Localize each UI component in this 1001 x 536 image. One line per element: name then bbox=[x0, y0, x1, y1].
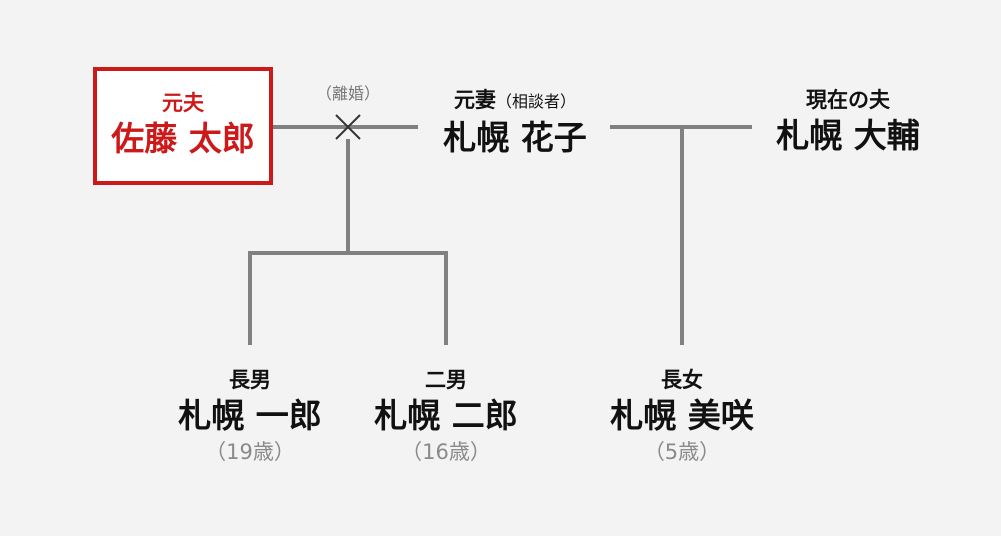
eldest-daughter-role: 長女 bbox=[661, 368, 703, 392]
eldest-son-role: 長男 bbox=[229, 368, 271, 392]
ex-wife-role-line: 元妻（相談者） bbox=[415, 86, 615, 116]
current-husband-role: 現在の夫 bbox=[806, 88, 890, 112]
eldest-son-age: （19歳） bbox=[205, 440, 295, 464]
ex-husband-role: 元夫 bbox=[162, 91, 204, 115]
second-son-node: 二男 札幌 二郎 （16歳） bbox=[346, 366, 546, 466]
current-husband-node: 現在の夫 札幌 大輔 bbox=[748, 86, 948, 158]
ex-husband-node: 元夫 佐藤 太郎 bbox=[93, 67, 273, 185]
ex-husband-name: 佐藤 太郎 bbox=[111, 119, 255, 158]
ex-wife-node: 元妻（相談者） 札幌 花子 bbox=[415, 86, 615, 160]
second-son-age: （16歳） bbox=[401, 440, 491, 464]
current-husband-name: 札幌 大輔 bbox=[776, 116, 920, 155]
second-son-role: 二男 bbox=[425, 368, 467, 392]
eldest-daughter-node: 長女 札幌 美咲 （5歳） bbox=[582, 366, 782, 466]
divorce-label: （離婚） bbox=[315, 84, 380, 103]
eldest-daughter-name: 札幌 美咲 bbox=[610, 396, 754, 435]
divorce-x-mark bbox=[335, 114, 361, 140]
second-son-name: 札幌 二郎 bbox=[374, 396, 518, 435]
ex-wife-role: 元妻 bbox=[453, 88, 496, 112]
eldest-daughter-age: （5歳） bbox=[643, 440, 721, 464]
eldest-son-node: 長男 札幌 一郎 （19歳） bbox=[150, 366, 350, 466]
ex-wife-name: 札幌 花子 bbox=[443, 118, 587, 157]
eldest-son-name: 札幌 一郎 bbox=[178, 396, 322, 435]
ex-wife-note: （相談者） bbox=[495, 92, 576, 111]
